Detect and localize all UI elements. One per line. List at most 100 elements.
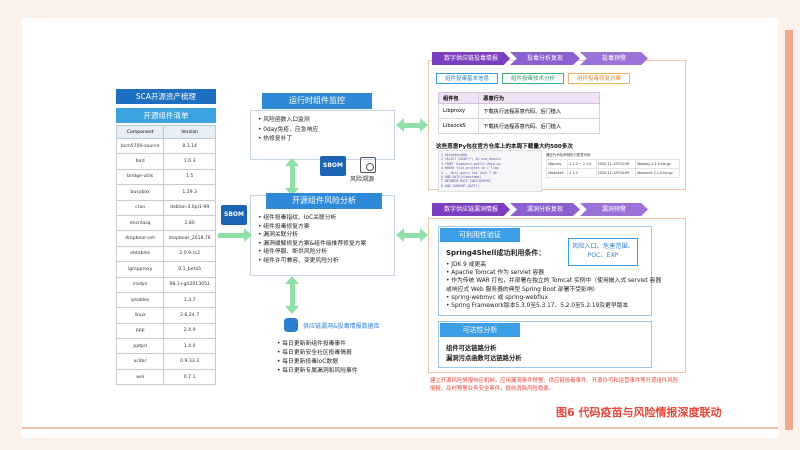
code-line: 8 AND CURRENT_DATE() <box>441 183 480 188</box>
arrow-horizontal <box>400 233 422 238</box>
component-version-cell: 0.1_beta5 <box>163 261 216 278</box>
list-item: • 漏洞关联分析 <box>258 232 299 239</box>
list-item: 或响应式 Web 服务器的典型 Spring Boot 部署不受影响） <box>446 286 599 293</box>
component-version-cell: 8.3.14 <box>163 137 216 155</box>
component-name-cell: iradyn <box>115 276 165 293</box>
list-item: • 热修复补丁 <box>258 136 293 142</box>
sbom-icon: SBOM <box>320 156 346 176</box>
arrow-vertical <box>290 163 295 191</box>
reachability-line: 组件可达链路分析 <box>446 345 497 352</box>
list-item: • 每日更新新组件投毒事件 <box>277 341 347 347</box>
list-item: • 作为传统 WAR 打包，并部署在独立的 Tomcat 实例中（使用嵌入式 s… <box>446 278 662 285</box>
step-poison-repro: 投毒分析复现 <box>510 52 580 65</box>
table-cell: 下载执行远程恶意代码、后门植入 <box>478 103 600 119</box>
risk-entry-box: 风险入口、危害范围、POC、EXP <box>568 238 638 266</box>
component-name-cell: wol <box>115 368 165 386</box>
accent-bar <box>785 30 793 430</box>
risk-trace-label: 风险溯源 <box>350 176 375 183</box>
list-item: • 风险函数入口监测 <box>258 117 310 123</box>
risk-title: 开源组件风险分析 <box>266 193 382 209</box>
component-name-cell: bridge-utils <box>115 168 165 186</box>
component-version-cell: debian-3.0pl1-99 <box>163 199 216 216</box>
code-line: 7 BETWEEN DATE_SUB(CURRENT_ <box>441 179 493 184</box>
arrow-horizontal <box>400 123 422 128</box>
step-vuln-alert: 漏洞预警 <box>580 203 648 216</box>
risk-trace-icon <box>360 157 376 173</box>
component-version-cell: 1.4.0 <box>163 338 216 355</box>
table-row: libproxy 2.1.0 ~ 2.1.0 2020-11-19T03:08 … <box>545 159 681 169</box>
component-name-cell: dropbear-ssh <box>115 230 165 247</box>
poison-table: 组件包 恶意行为 Libproxy 下载执行远程恶意代码、后门植入 Libsoc… <box>437 92 600 134</box>
table-cell: libproxy <box>545 159 569 169</box>
component-name-cell: iptables <box>115 291 165 309</box>
code-line: 6 AND DATE(timestamp) <box>441 175 482 180</box>
monitor-panel <box>250 110 395 160</box>
table-cell: Libproxy <box>437 103 480 119</box>
step-vuln-intel: 数字供应链漏洞情报 <box>432 203 510 216</box>
table-cell: 2020-11-19T03:09 <box>595 168 636 178</box>
component-version-cell: 2.6.24.7 <box>163 307 216 324</box>
arrow-head-right <box>244 228 252 242</box>
component-name-cell: dnsmasq <box>115 214 165 232</box>
database-label: 供应链漏洞&投毒情报数据库 <box>303 323 380 330</box>
component-name-cell: ppp <box>115 322 165 340</box>
column-header-component: Component <box>115 125 165 139</box>
arrow-head-up <box>285 158 299 166</box>
exploit-list: • JDK 9 或更高 • Apache Tomcat 作为 servlet 容… <box>446 261 661 310</box>
step-vuln-repro: 漏洞分析复现 <box>510 203 580 216</box>
table-cell: 2.1.0 ~ 2.1.0 <box>567 159 597 169</box>
mini-table: libproxy 2.1.0 ~ 2.1.0 2020-11-19T03:08 … <box>545 159 681 178</box>
column-header-behavior: 恶意行为 <box>478 92 600 104</box>
component-name-cell: busybox <box>115 184 165 201</box>
component-version-cell: 0.7.1 <box>163 368 216 386</box>
figure-title: 图6 代码疫苗与风险情报深度联动 <box>556 406 722 419</box>
component-name-cell: igmpproxy <box>115 261 165 278</box>
list-item: • JDK 9 或更高 <box>446 262 487 268</box>
component-name-cell: bcm5700-source <box>115 137 165 155</box>
list-item: • 0day免疫、应急响应 <box>258 126 319 133</box>
list-item: • Apache Tomcat 作为 servlet 容器 <box>446 270 545 277</box>
reachability-text: 组件可达链路分析 漏洞污点函数可达链路分析 <box>446 344 522 364</box>
arrow-head-down <box>285 306 299 314</box>
column-header-package: 组件包 <box>437 92 480 104</box>
table-cell: LibsockS <box>437 118 480 134</box>
column-header-version: Version <box>163 125 216 139</box>
list-item: • 组件投毒修复方案 <box>258 223 310 230</box>
summary-note: 建立开源风险情报响应机制，应用漏洞事件预警、供应链投毒事件、开源许可和运营事件等… <box>430 378 678 392</box>
monitor-list: • 风险函数入口监测 • 0day免疫、应急响应 • 热修复补丁 <box>258 116 318 145</box>
database-icon <box>284 318 298 332</box>
sql-code-block: 1 #standardSQL 2 SELECT COUNT(*) AS num_… <box>438 150 542 192</box>
table-cell: libsocks5-2.1.0.tar.gz <box>634 168 681 178</box>
component-version-cell: 0.9.33.2 <box>163 353 216 370</box>
table-cell: 2.1.0 <box>567 168 597 178</box>
table-cell: libsocks5 <box>545 168 569 178</box>
step-poison-alert: 投毒预警 <box>580 52 648 65</box>
arrow-head-down <box>285 188 299 196</box>
list-item: • 组件停服、断供风险分析 <box>258 249 328 256</box>
table-cell: libproxy-2.1.0.tar.gz <box>634 159 681 169</box>
reachability-header: 可达性分析 <box>440 323 520 337</box>
bottom-divider <box>22 427 778 429</box>
component-version-cell: 2.0.9-rc2 <box>163 245 216 263</box>
tag-basic-info: 组件投毒基本信息 <box>436 73 498 84</box>
component-version-cell: 1.3.7 <box>163 291 216 309</box>
download-stats: 通过PyPI包声明执行恶意代码 libproxy 2.1.0 ~ 2.1.0 2… <box>545 152 681 192</box>
download-note: 这些恶意Py包在官方仓库上的本周下载量大约500多次 <box>436 144 573 150</box>
code-line: 4 WHERE file.project in ('libp <box>441 166 499 171</box>
sbom-icon: SBOM <box>221 205 247 225</box>
list-item: • spring-webmvc 或 spring-webflux <box>446 294 549 301</box>
arrow-head-up <box>285 276 299 284</box>
component-name-cell: bird <box>115 153 165 170</box>
list-item: • 组件投毒指纹、IoC关联分析 <box>258 215 337 221</box>
code-line: 2 SELECT COUNT(*) AS num_downlo <box>441 157 501 162</box>
exploit-condition-title: Spring4Shell成功利用条件： <box>446 249 546 257</box>
reachability-line: 漏洞污点函数可达链路分析 <box>446 355 522 362</box>
